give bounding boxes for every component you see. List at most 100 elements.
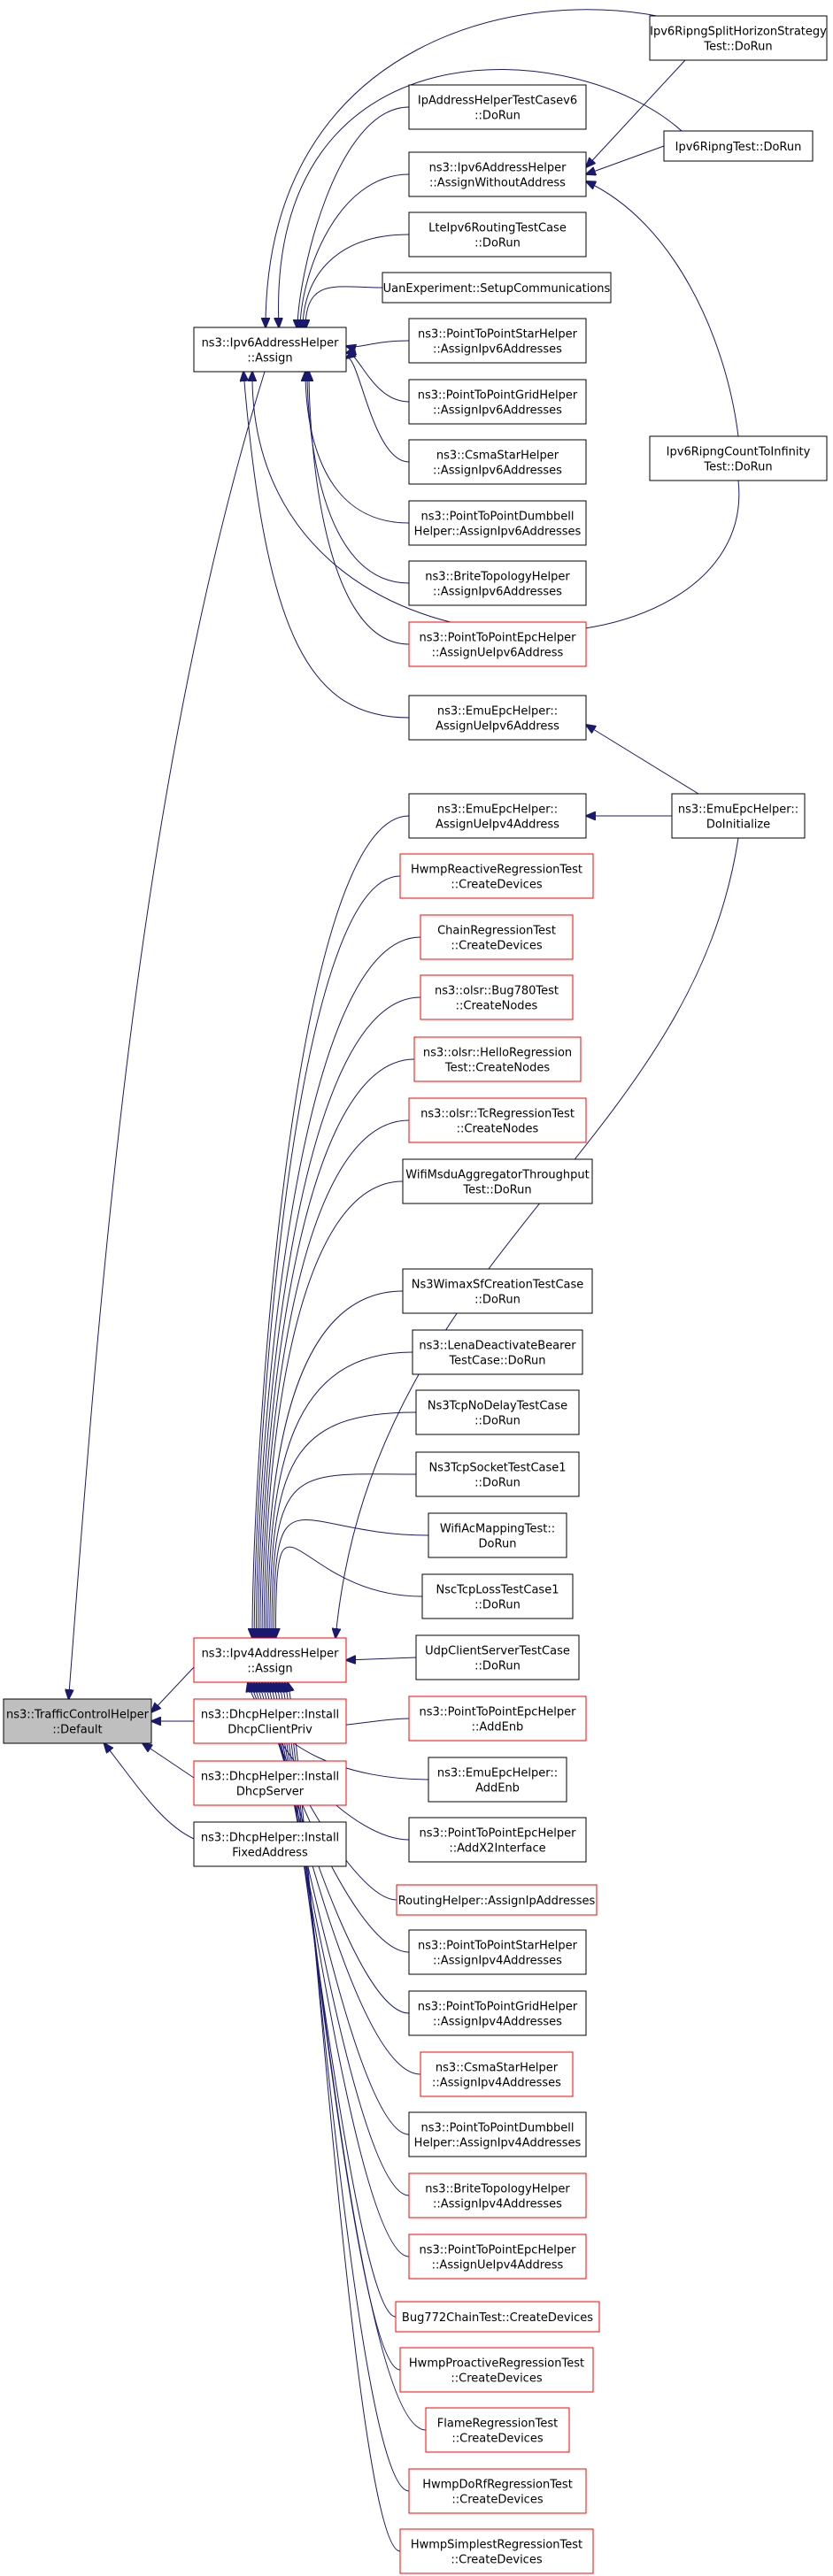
node-box	[412, 1329, 583, 1375]
graph-node-n11[interactable]: ns3::PointToPointGridHelper::AssignIpv6A…	[408, 379, 587, 425]
graph-node-n10[interactable]: ns3::PointToPointStarHelper::AssignIpv6A…	[408, 318, 587, 364]
graph-node-n41[interactable]: ns3::CsmaStarHelper::AssignIpv4Addresses	[420, 2051, 574, 2097]
node-label: ns3::PointToPointGridHelper	[418, 389, 578, 403]
node-box	[408, 2172, 587, 2218]
graph-node-n35[interactable]: ns3::PointToPointEpcHelper::AddEnb	[408, 1696, 587, 1742]
node-box	[408, 151, 587, 197]
graph-node-n31[interactable]: Ns3TcpSocketTestCase1::DoRun	[415, 1451, 580, 1497]
graph-node-n13[interactable]: ns3::PointToPointDumbbellHelper::AssignI…	[408, 500, 587, 546]
graph-node-n26[interactable]: ns3::olsr::TcRegressionTest::CreateNodes	[408, 1097, 587, 1143]
graph-node-n42[interactable]: ns3::PointToPointDumbbellHelper::AssignI…	[408, 2111, 587, 2157]
node-label: ns3::olsr::HelloRegression	[423, 1047, 572, 1060]
node-label: ns3::EmuEpcHelper::	[437, 705, 558, 719]
graph-node-n19[interactable]: ns3::EmuEpcHelper::AssignUeIpv6Address	[408, 695, 587, 741]
node-label: Ns3WimaxSfCreationTestCase	[412, 1279, 584, 1292]
graph-node-n2[interactable]: ns3::Ipv4AddressHelper::Assign	[193, 1637, 347, 1683]
node-box	[193, 1698, 347, 1744]
graph-node-n7[interactable]: ns3::Ipv6AddressHelper::AssignWithoutAdd…	[408, 151, 587, 197]
graph-node-n40[interactable]: ns3::PointToPointGridHelper::AssignIpv4A…	[408, 1990, 587, 2036]
node-box	[408, 318, 587, 364]
graph-node-n23[interactable]: ChainRegressionTest::CreateDevices	[420, 914, 574, 960]
node-box	[408, 621, 587, 667]
node-label: Helper::AssignIpv4Addresses	[414, 2137, 582, 2150]
graph-node-n43[interactable]: ns3::BriteTopologyHelper::AssignIpv4Addr…	[408, 2172, 587, 2218]
node-label: FlameRegressionTest	[437, 2418, 558, 2431]
node-box	[399, 2528, 594, 2574]
node-label: ns3::CsmaStarHelper	[436, 2062, 559, 2075]
node-box	[408, 379, 587, 425]
graph-node-n0[interactable]: ns3::TrafficControlHelper::Default	[3, 1698, 152, 1744]
graph-node-n9[interactable]: UanExperiment::SetupCommunications	[382, 272, 612, 304]
node-box	[408, 793, 587, 839]
node-label: DhcpServer	[236, 1786, 305, 1799]
graph-node-n12[interactable]: ns3::CsmaStarHelper::AssignIpv6Addresses	[408, 439, 587, 485]
node-label: ns3::DhcpHelper::Install	[201, 1709, 339, 1722]
graph-node-n17[interactable]: Ipv6RipngTest::DoRun	[663, 130, 814, 162]
node-label: Bug772ChainTest::CreateDevices	[402, 2311, 593, 2325]
graph-node-n32[interactable]: WifiAcMappingTest::DoRun	[428, 1512, 567, 1558]
graph-node-n39[interactable]: ns3::PointToPointStarHelper::AssignIpv4A…	[408, 1929, 587, 1975]
graph-node-n25[interactable]: ns3::olsr::HelloRegressionTest::CreateNo…	[413, 1036, 582, 1082]
graph-node-n37[interactable]: ns3::PointToPointEpcHelper::AddX2Interfa…	[408, 1817, 587, 1863]
graph-node-n36[interactable]: ns3::EmuEpcHelper::AddEnb	[428, 1757, 567, 1803]
node-label: ::AssignUeIpv4Address	[432, 2259, 564, 2272]
graph-node-n34[interactable]: UdpClientServerTestCase::DoRun	[415, 1634, 580, 1680]
node-label: ::AssignUeIpv6Address	[432, 647, 564, 660]
node-label: NscTcpLossTestCase1	[436, 1584, 559, 1597]
node-box	[413, 1036, 582, 1082]
graph-node-n46[interactable]: HwmpProactiveRegressionTest::CreateDevic…	[399, 2347, 594, 2393]
graph-node-n49[interactable]: HwmpSimplestRegressionTest::CreateDevice…	[399, 2528, 594, 2574]
node-box	[420, 2051, 574, 2097]
node-label: ns3::CsmaStarHelper	[436, 450, 559, 463]
node-label: ChainRegressionTest	[437, 925, 556, 938]
graph-node-n14[interactable]: ns3::BriteTopologyHelper::AssignIpv6Addr…	[408, 560, 587, 606]
graph-node-n8[interactable]: LteIpv6RoutingTestCase::DoRun	[408, 211, 587, 258]
graph-node-n22[interactable]: HwmpReactiveRegressionTest::CreateDevice…	[399, 853, 594, 899]
graph-node-n33[interactable]: NscTcpLossTestCase1::DoRun	[421, 1573, 574, 1619]
e-n42-n2	[267, 1682, 410, 2135]
e-n32-n2	[274, 1519, 429, 1638]
graph-node-n24[interactable]: ns3::olsr::Bug780Test::CreateNodes	[420, 974, 574, 1020]
node-label: Test::DoRun	[462, 1184, 531, 1197]
node-box	[420, 974, 574, 1020]
graph-node-n20[interactable]: ns3::EmuEpcHelper::AssignUeIpv4Address	[408, 793, 587, 839]
graph-node-n47[interactable]: FlameRegressionTest::CreateDevices	[425, 2407, 570, 2453]
node-box	[408, 1696, 587, 1742]
graph-node-n21[interactable]: ns3::EmuEpcHelper::DoInitialize	[671, 793, 806, 839]
e-n17-n7	[586, 145, 665, 174]
graph-node-n1[interactable]: ns3::Ipv6AddressHelper::Assign	[193, 327, 347, 373]
node-label: Ipv6RipngCountToInfinity	[667, 446, 811, 459]
node-label: ::DoRun	[474, 110, 521, 123]
graph-node-n44[interactable]: ns3::PointToPointEpcHelper::AssignUeIpv4…	[408, 2234, 587, 2280]
node-box	[193, 1821, 347, 1867]
e-n18-n7	[586, 181, 739, 437]
graph-node-n30[interactable]: Ns3TcpNoDelayTestCase::DoRun	[415, 1389, 580, 1435]
e-n48-n2	[285, 1682, 410, 2492]
graph-node-n6[interactable]: IpAddressHelperTestCasev6::DoRun	[408, 84, 587, 130]
graph-node-n48[interactable]: HwmpDoRfRegressionTest::CreateDevices	[408, 2468, 587, 2514]
node-label: ns3::Ipv6AddressHelper	[202, 337, 340, 350]
e-n11-n1	[346, 353, 410, 403]
node-box	[425, 2407, 570, 2453]
node-label: ns3::Ipv4AddressHelper	[202, 1648, 340, 1661]
e-n19-n1	[243, 372, 410, 719]
e-n49-n2	[288, 1682, 401, 2552]
node-box	[408, 500, 587, 546]
node-label: ns3::olsr::TcRegressionTest	[420, 1108, 575, 1121]
node-box	[402, 1158, 593, 1204]
graph-node-n38[interactable]: RoutingHelper::AssignIpAddresses	[396, 1884, 598, 1916]
node-box	[396, 1884, 598, 1916]
graph-node-n45[interactable]: Bug772ChainTest::CreateDevices	[395, 2301, 600, 2333]
node-label: UanExperiment::SetupCommunications	[383, 282, 611, 296]
node-label: HwmpSimplestRegressionTest	[411, 2539, 582, 2552]
graph-node-n15[interactable]: ns3::PointToPointEpcHelper::AssignUeIpv6…	[408, 621, 587, 667]
graph-node-n28[interactable]: Ns3WimaxSfCreationTestCase::DoRun	[402, 1268, 593, 1314]
node-box	[193, 1760, 347, 1806]
